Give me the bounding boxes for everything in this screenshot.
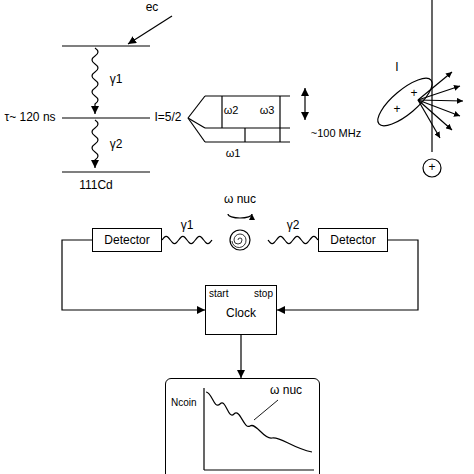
box-label: Clock — [209, 306, 273, 320]
gamma-arrow — [92, 120, 98, 168]
port-label: stop — [254, 288, 273, 299]
diagram-label: ω2 — [224, 104, 239, 116]
detector-box: Detector — [92, 228, 162, 252]
field-arrow — [418, 72, 452, 100]
nucleus-spiral — [232, 234, 246, 248]
plot-axis — [203, 388, 204, 470]
port-label: start — [209, 288, 228, 299]
double-arrow — [304, 88, 305, 120]
clock-box: start stopClock — [205, 285, 277, 335]
symmetry-axis — [431, 0, 432, 152]
sublevel — [205, 127, 290, 128]
diagram-label: γ1 — [110, 73, 123, 86]
field-arrow — [418, 100, 460, 116]
diagram-label: I=5/2 — [154, 111, 181, 124]
splitting-line — [188, 118, 205, 142]
splitting-line — [188, 118, 205, 128]
field-arrow — [418, 86, 460, 100]
sublevel — [205, 95, 290, 96]
rotation-label: ω nuc — [212, 192, 268, 206]
diagram-label: 111Cd — [79, 179, 113, 192]
diagram-label: ec — [146, 1, 159, 14]
box-label: Detector — [330, 233, 375, 247]
transition-line — [244, 128, 245, 142]
plot-curve — [206, 392, 312, 452]
box-label: Detector — [104, 233, 149, 247]
energy-level — [62, 117, 150, 118]
diagram-label: + — [428, 161, 435, 174]
spectrum-box: Ncoin ω nuc — [165, 378, 320, 474]
diagram-label: I — [395, 61, 398, 74]
rotation-arrow — [228, 214, 252, 218]
field-arrow — [418, 100, 452, 130]
diagram-label: + — [410, 87, 417, 100]
nucleus-ellipse — [371, 71, 439, 133]
energy-level — [62, 45, 150, 46]
field-arrow — [418, 100, 463, 101]
signal-arrow — [240, 335, 241, 378]
transition-line — [221, 96, 222, 128]
plot-axis — [204, 469, 314, 470]
gamma-arrow — [92, 48, 98, 114]
ec-arrow — [128, 16, 172, 44]
energy-level — [62, 171, 150, 172]
gamma-ray — [162, 236, 212, 243]
diagram-label: + — [393, 103, 400, 116]
diagram-label: ω3 — [260, 104, 275, 116]
transition-line — [279, 96, 280, 142]
sublevel — [205, 141, 290, 142]
splitting-line — [188, 96, 205, 118]
edge-label: γ1 — [180, 219, 195, 232]
nucleus: ω nuc — [212, 192, 268, 252]
frequency-label: ω nuc — [270, 383, 302, 397]
diagram-label: ω1 — [226, 147, 241, 159]
diagram-label: τ~ 120 ns — [4, 111, 55, 124]
detector-box: Detector — [318, 228, 388, 252]
axis-label: Ncoin — [171, 397, 197, 408]
diagram-label: ~100 MHz — [311, 127, 361, 139]
gamma-ray — [268, 236, 318, 243]
edge-label: γ2 — [286, 219, 301, 232]
field-arrow — [418, 100, 440, 138]
diagram-label: γ2 — [110, 138, 123, 151]
charge-circle — [423, 159, 441, 177]
leader-line — [254, 400, 278, 420]
nucleus-symbol — [230, 230, 250, 250]
